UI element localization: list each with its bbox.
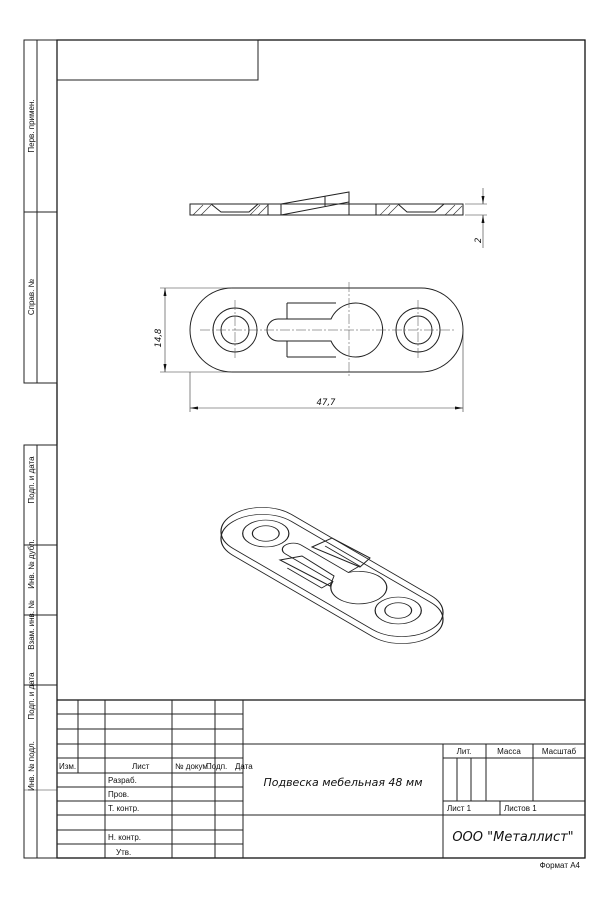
label-sheets: Листов 1: [504, 804, 537, 813]
plan-view: 14,8 47,7: [154, 282, 464, 412]
company-name: ООО "Металлист": [452, 830, 573, 845]
label-sprav-no: Справ. №: [27, 278, 36, 315]
label-inv-dubl: Инв. № дубл.: [27, 539, 36, 589]
drawing-frame: [56, 39, 586, 859]
left-strip: Перв. примен. Справ. № Подп. и дата Инв.…: [23, 39, 58, 859]
label-prov: Пров.: [108, 790, 129, 799]
label-podp: Подп.: [206, 762, 227, 771]
format-label: Формат А4: [540, 861, 581, 870]
top-left-designation-box: [56, 39, 259, 81]
side-section-view: 2: [189, 188, 487, 248]
dim-height: 14,8: [154, 328, 164, 348]
label-massa: Масса: [497, 747, 521, 756]
label-razrab: Разраб.: [108, 776, 137, 785]
dim-length: 47,7: [317, 398, 337, 408]
label-izm: Изм.: [59, 762, 76, 771]
title-block: Изм. Лист № докум. Подп. Дата Разраб. Пр…: [57, 699, 585, 858]
label-inv-podl: Инв. № подл.: [27, 741, 36, 791]
label-n-kontr: Н. контр.: [108, 833, 141, 842]
label-perv-primen: Перв. примен.: [27, 99, 36, 152]
label-masshtab: Масштаб: [542, 747, 577, 756]
label-vzam-inv: Взам. инв. №: [27, 600, 36, 650]
label-no-dokum: № докум.: [175, 762, 210, 771]
label-lit: Лит.: [457, 747, 472, 756]
label-list: Лист: [132, 762, 150, 771]
label-utv: Утв.: [116, 848, 131, 857]
drawing-title: Подвеска мебельная 48 мм: [263, 776, 422, 789]
isometric-view: [220, 507, 444, 644]
label-data: Дата: [235, 762, 253, 771]
label-t-kontr: Т. контр.: [108, 804, 139, 813]
label-podp-data-1: Подп. и дата: [27, 456, 36, 504]
label-sheet: Лист 1: [447, 804, 472, 813]
dim-thickness: 2: [474, 238, 484, 243]
label-podp-data-2: Подп. и дата: [27, 672, 36, 720]
